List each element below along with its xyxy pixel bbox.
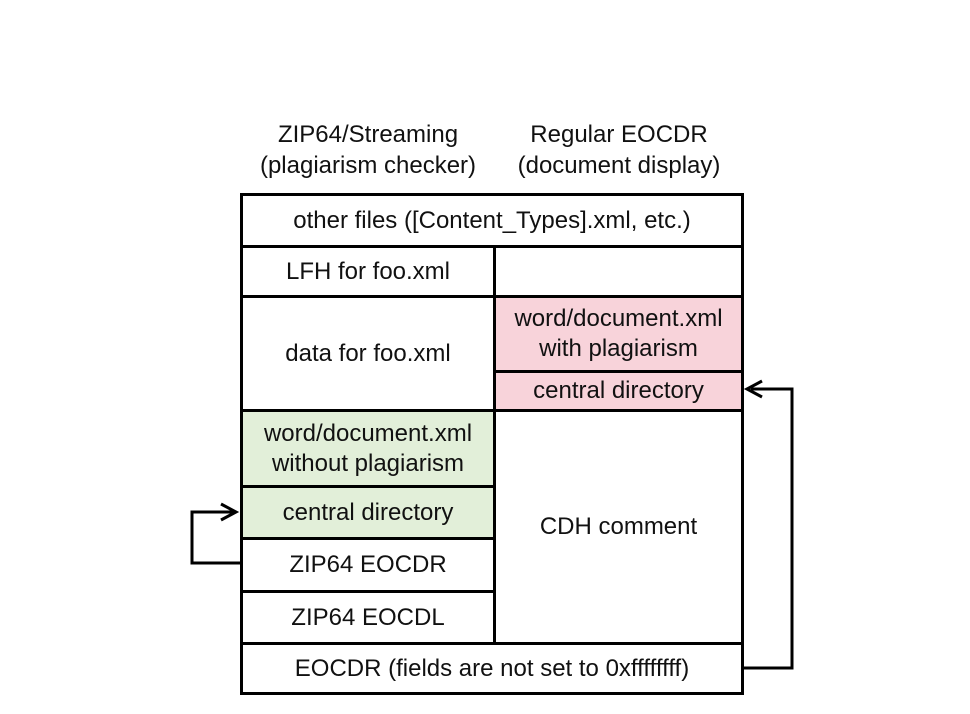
- other-files-cell: other files ([Content_Types].xml, etc.): [240, 193, 744, 248]
- empty-cell: [493, 245, 744, 298]
- zip64-eocdr-cell: ZIP64 EOCDR: [240, 537, 496, 593]
- zip64-eocdl-cell: ZIP64 EOCDL: [240, 590, 496, 645]
- document-with-plagiarism-cell: word/document.xml with plagiarism: [493, 295, 744, 373]
- eocdr-cell: EOCDR (fields are not set to 0xffffffff): [240, 642, 744, 695]
- eocdr-arrow: [742, 379, 794, 670]
- zip64-eocdr-arrow-line: [190, 510, 240, 565]
- eocdr-arrowhead-icon: [743, 379, 763, 399]
- left-column-header: ZIP64/Streaming (plagiarism checker): [259, 121, 477, 179]
- zip64-eocdr-arrowhead-icon: [220, 502, 240, 522]
- central-directory-zip64-cell: central directory: [240, 485, 496, 540]
- cdh-comment-cell: CDH comment: [493, 409, 744, 645]
- lfh-foo-cell: LFH for foo.xml: [240, 245, 496, 298]
- central-directory-regular-cell: central directory: [493, 370, 744, 412]
- eocdr-arrow-line: [742, 387, 794, 670]
- document-without-plagiarism-cell: word/document.xml without plagiarism: [240, 409, 496, 488]
- zip64-eocdr-arrow: [190, 502, 240, 565]
- data-foo-cell: data for foo.xml: [240, 295, 496, 412]
- right-column-header: Regular EOCDR (document display): [517, 121, 721, 179]
